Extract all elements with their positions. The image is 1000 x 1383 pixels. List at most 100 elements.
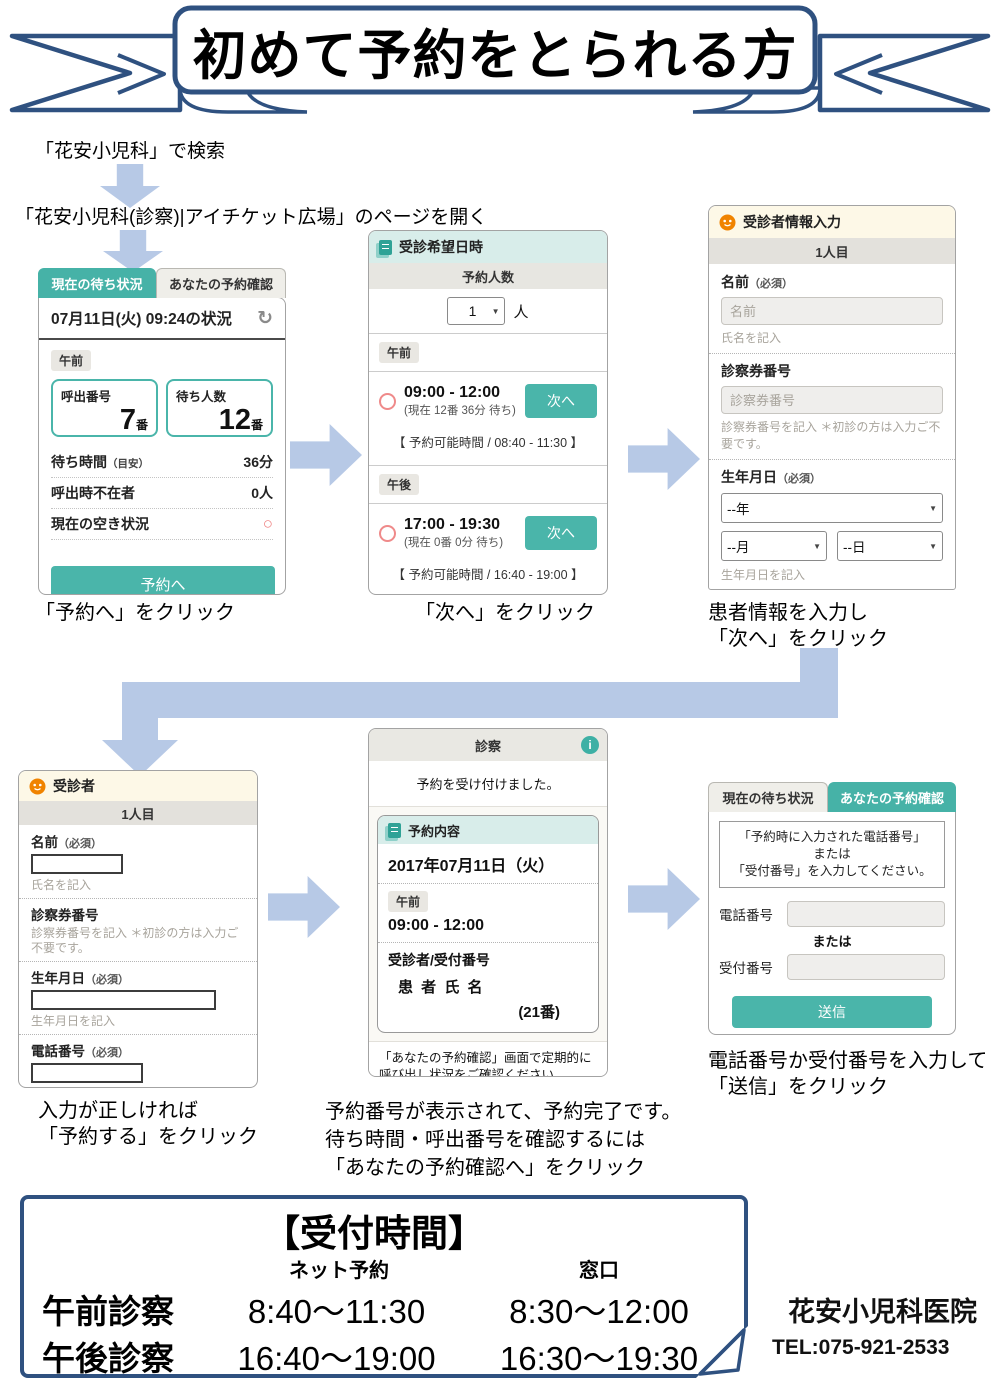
phone-entry-box[interactable] (31, 1063, 143, 1083)
caption-complete-line2: 待ち時間・呼出番号を確認するには (325, 1129, 645, 1151)
hours-row-am-label: 午前診察 (42, 1293, 174, 1330)
arrow-right-icon (628, 868, 700, 930)
am-slot-time: 09:00 - 12:00 (404, 384, 501, 401)
banner-ribbon (9, 5, 991, 114)
reception-hours-box: 【受付時間】 ネット予約 窓口 午前診察 8:40～11:30 8:30～12:… (20, 1195, 748, 1378)
people-count-select[interactable]: 1 ▼ (447, 297, 506, 325)
name-helper: 氏名を記入 (31, 878, 92, 892)
waiting-count-label: 待ち人数 (176, 390, 227, 404)
reservation-time: 09:00 - 12:00 (388, 917, 485, 934)
caption-confirm-line2: 「予約する」をクリック (38, 1126, 258, 1148)
caption-submit-line2: 「送信」をクリック (708, 1076, 888, 1098)
patient-face-icon (29, 778, 46, 794)
birth-label: 生年月日 (721, 469, 777, 485)
phone-field[interactable] (787, 901, 945, 927)
card-number-helper: 診察券番号を記入 ＊初診の方は入力ご不要です。 (721, 420, 941, 451)
confirm-panel-tabs: 現在の待ち状況 あなたの予約確認 (708, 782, 956, 812)
tab-your-reservation[interactable]: あなたの予約確認 (156, 268, 286, 298)
page-title: 初めて予約をとられる方 (192, 25, 798, 86)
pm-slot-radio[interactable] (379, 524, 396, 542)
call-number-label: 呼出番号 (61, 390, 112, 404)
caption-complete-line3: 「あなたの予約確認へ」をクリック (325, 1157, 645, 1179)
am-slot-status: (現在 12番 36分 待ち) (404, 405, 516, 417)
caption-confirm-line1: 入力が正しければ (38, 1100, 198, 1122)
birth-day-select[interactable]: --日 ▼ (837, 531, 943, 561)
name-label: 名前 (721, 274, 749, 290)
caption-next: 「次へ」をクリック (415, 602, 595, 624)
reservation-date: 2017年07月11日（火） (388, 858, 555, 875)
datetime-icon (379, 239, 392, 255)
name-helper: 氏名を記入 (721, 331, 782, 345)
birth-required: （必須） (777, 473, 821, 485)
or-text: または (812, 934, 852, 949)
availability-label: 現在の空き状況 (51, 516, 149, 532)
people-count-header: 予約人数 (369, 263, 607, 289)
instruction-line3: 「受付番号」を入力してください。 (732, 864, 932, 878)
name-required: （必須） (749, 278, 793, 290)
instruction-line2: または (813, 847, 851, 861)
arrow-right-icon (268, 876, 340, 938)
wait-time-suffix: （目安） (107, 458, 149, 470)
birth-required: （必須） (85, 974, 129, 986)
tab-current-status[interactable]: 現在の待ち状況 (708, 782, 828, 812)
am-next-button[interactable]: 次へ (525, 384, 597, 418)
waiting-count-card: 待ち人数 12番 (166, 379, 273, 437)
tab-your-reservation[interactable]: あなたの予約確認 (828, 782, 956, 812)
hours-row-am-net: 8:40～11:30 (247, 1293, 426, 1330)
call-number-unit: 番 (135, 418, 148, 432)
refresh-icon[interactable]: ↻ (257, 307, 273, 329)
waiting-count-value: 12 (218, 404, 251, 436)
arrow-down-icon (103, 230, 163, 272)
birth-month-select[interactable]: --月 ▼ (721, 531, 827, 561)
absent-row: 呼出時不在者 0人 (51, 478, 273, 509)
card-number-label: 診察券番号 (31, 908, 99, 923)
arrow-right-icon (628, 428, 700, 490)
complete-panel: 診察 i 予約を受け付けました。 予約内容 2017年07月11日（火） 午前 … (368, 728, 608, 1077)
wait-panel-tabs: 現在の待ち状況 あなたの予約確認 (38, 268, 286, 298)
birth-year-select[interactable]: --年 ▼ (721, 493, 943, 523)
pm-available-time: 【 予約可能時間 / 16:40 - 19:00 】 (392, 568, 584, 582)
card-number-helper: 診察券番号を記入 ＊初診の方は入力ご不要です。 (31, 926, 239, 955)
chevron-down-icon: ▼ (813, 541, 821, 551)
status-date: 07月11日(火) 09:24の状況 (51, 311, 232, 328)
wait-time-label: 待ち時間 (51, 454, 107, 470)
page-fold-corner (696, 1326, 748, 1378)
periodic-check-note: 「あなたの予約確認」画面で定期的に呼び出し状況をご確認ください。 (369, 1041, 607, 1076)
hours-row-pm-net: 16:40～19:00 (237, 1340, 436, 1377)
pm-slot-status: (現在 0番 0分 待ち) (404, 537, 504, 549)
reserve-button[interactable]: 予約へ (51, 566, 275, 594)
tab-current-status[interactable]: 現在の待ち状況 (38, 268, 156, 298)
reservation-details-icon (388, 822, 401, 838)
hours-row-am-window: 8:30～12:00 (509, 1293, 689, 1330)
pm-session: 午後 17:00 - 19:30 (現在 0番 0分 待ち) 次へ 【 予約可能… (369, 466, 607, 593)
receipt-number-field[interactable] (787, 954, 945, 980)
chevron-down-icon: ▼ (491, 306, 500, 316)
info-icon[interactable]: i (581, 736, 599, 754)
pm-next-button[interactable]: 次へ (525, 516, 597, 550)
submit-button[interactable]: 送信 (732, 996, 932, 1028)
patient-input-header: 受診者情報入力 (743, 214, 841, 230)
consult-header: 診察 (474, 738, 501, 754)
am-session: 午前 09:00 - 12:00 (現在 12番 36分 待ち) 次へ 【 予約… (369, 334, 607, 465)
card-number-field[interactable] (721, 386, 943, 414)
pm-slot-time: 17:00 - 19:30 (404, 516, 501, 533)
waiting-status-panel: 07月11日(火) 09:24の状況 ↻ 午前 呼出番号 7番 待ち人数 12番… (38, 297, 286, 595)
clinic-tel: TEL:075-921-2533 (772, 1336, 950, 1359)
session-badge-am: 午前 (51, 350, 92, 371)
name-field[interactable] (721, 297, 943, 325)
receipt-number-label: 受付番号 (719, 961, 773, 976)
name-entry-box[interactable] (31, 854, 123, 874)
hours-col-window: 窓口 (579, 1260, 619, 1282)
birth-entry-box[interactable] (31, 990, 216, 1010)
availability-row: 現在の空き状況 ○ (51, 509, 273, 540)
instruction-line1: 「予約時に入力された電話番号」 (738, 830, 926, 844)
wait-time-row: 待ち時間（目安） 36分 (51, 447, 273, 478)
am-slot-radio[interactable] (379, 392, 396, 410)
birth-helper: 生年月日を記入 (31, 1014, 116, 1028)
phone-label: 電話番号 (719, 908, 773, 923)
accepted-message: 予約を受け付けました。 (369, 761, 607, 807)
caption-reserve: 「予約へ」をクリック (35, 602, 235, 624)
phone-helper: 連絡先を記入 (31, 1085, 245, 1087)
call-number-card: 呼出番号 7番 (51, 379, 158, 437)
